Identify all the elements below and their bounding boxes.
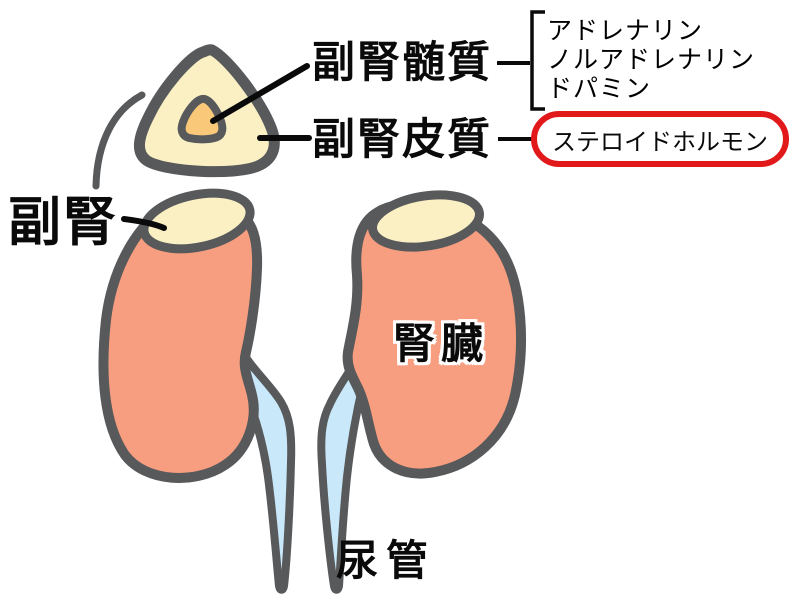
adrenal-medulla-label: 副腎髄質 (312, 39, 492, 87)
adrenal-cap-pointer-line (121, 216, 167, 231)
ureter-label: 尿管 (336, 537, 437, 584)
hormone-list-bracket (530, 10, 545, 111)
medulla-hormone-list: アドレナリン ノルアドレナリン ドパミン (547, 17, 755, 104)
medulla-pointer-line (210, 63, 310, 124)
left-ureter-shape (232, 338, 296, 594)
left-adrenal-cap-shape (139, 188, 255, 254)
kidney-label: 腎臓 (393, 320, 490, 367)
steroid-hormone-label: ステロイドホルモン (552, 128, 768, 156)
adrenal-cortex-label: 副腎皮質 (312, 116, 492, 164)
right-adrenal-cap-shape (368, 190, 484, 252)
hormone-item-adrenaline: アドレナリン (547, 17, 704, 45)
adrenal-medulla-shape (177, 94, 227, 144)
left-kidney-shape (98, 198, 263, 483)
adrenal-pointer-curve (92, 91, 146, 190)
hormone-item-dopamine: ドパミン (547, 75, 652, 103)
steroid-hormone-highlight: ステロイドホルモン (531, 111, 789, 167)
right-ureter-shape (317, 338, 370, 594)
hormone-item-noradrenaline: ノルアドレナリン (547, 46, 756, 74)
adrenal-gland-label: 副腎 (8, 193, 118, 252)
